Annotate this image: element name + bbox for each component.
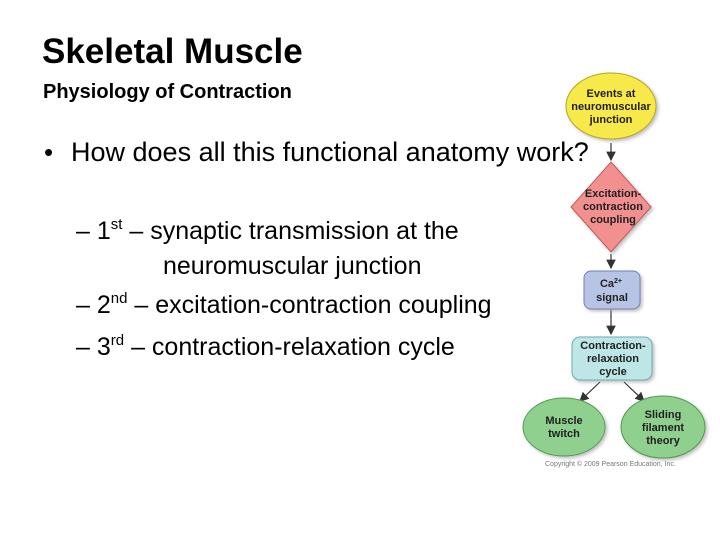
subpoint-1: – 1st – synaptic transmission at the xyxy=(76,216,459,245)
svg-text:Events at: Events at xyxy=(587,88,636,100)
svg-text:theory: theory xyxy=(646,435,681,447)
node-sliding-filament-theory: Sliding filament theory xyxy=(620,395,706,459)
node-ca-signal: Ca2+ signal xyxy=(583,270,641,310)
svg-text:cycle: cycle xyxy=(599,366,627,378)
svg-text:junction: junction xyxy=(589,114,633,126)
subpoint-2: – 2nd – excitation-contraction coupling xyxy=(76,290,492,319)
svg-text:contraction: contraction xyxy=(583,201,643,213)
svg-text:coupling: coupling xyxy=(590,214,636,226)
svg-text:relaxation: relaxation xyxy=(587,353,639,365)
svg-text:Ca2+: Ca2+ xyxy=(600,278,622,290)
arrow-cycle-to-sliding xyxy=(623,381,645,402)
subpoint-1-continuation: neuromuscular junction xyxy=(163,252,422,280)
svg-text:filament: filament xyxy=(642,422,685,434)
node-muscle-twitch: Muscle twitch xyxy=(522,397,606,457)
bullet-text: How does all this functional anatomy wor… xyxy=(71,137,589,167)
svg-text:signal: signal xyxy=(596,292,628,304)
svg-text:Muscle: Muscle xyxy=(545,415,582,427)
svg-text:twitch: twitch xyxy=(548,428,580,440)
bullet-marker: • xyxy=(44,137,54,167)
svg-text:Contraction-: Contraction- xyxy=(580,340,646,352)
svg-text:Sliding: Sliding xyxy=(645,409,682,421)
slide-subtitle: Physiology of Contraction xyxy=(43,81,292,103)
node-excitation-contraction-coupling: Excitation- contraction coupling xyxy=(570,161,652,253)
node-contraction-relaxation-cycle: Contraction- relaxation cycle xyxy=(571,336,653,381)
subpoint-3: – 3rd – contraction-relaxation cycle xyxy=(76,332,455,361)
svg-text:neuromuscular: neuromuscular xyxy=(571,101,651,113)
slide-title: Skeletal Muscle xyxy=(42,32,303,71)
copyright-notice: Copyright © 2009 Pearson Education, Inc. xyxy=(545,460,676,468)
node-events-at-junction: Events at neuromuscular junction xyxy=(565,72,657,140)
svg-text:Excitation-: Excitation- xyxy=(585,188,642,200)
arrow-cycle-to-twitch xyxy=(579,381,601,402)
